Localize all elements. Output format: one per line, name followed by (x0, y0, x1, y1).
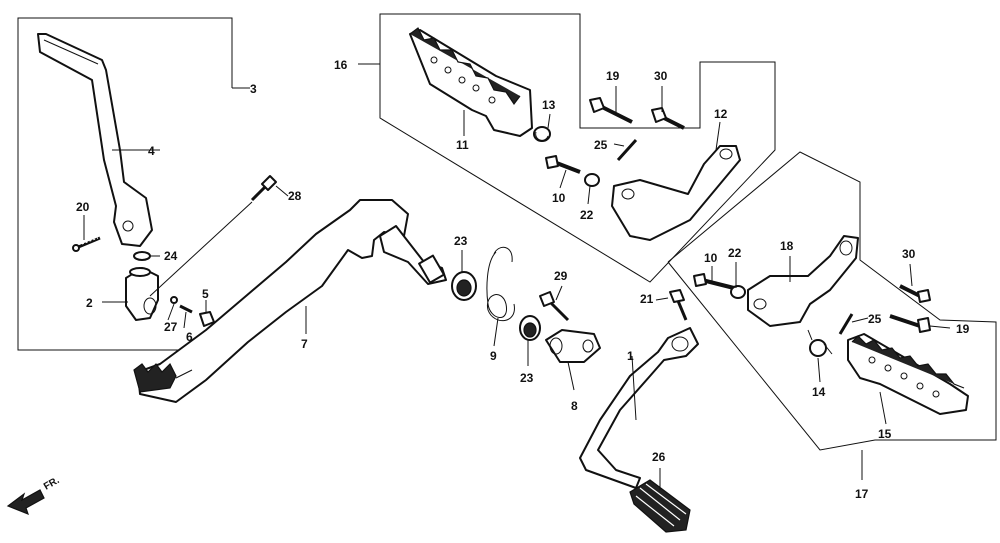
label-part-28: 28 (288, 189, 302, 203)
label-part-18: 18 (780, 239, 794, 253)
spring-13 (533, 126, 551, 142)
label-part-25-upper: 25 (594, 138, 608, 152)
pin-25-lower (838, 313, 854, 335)
bolt-30-lower (899, 284, 931, 303)
label-part-17: 17 (855, 487, 869, 501)
bolt-30-upper (651, 107, 685, 130)
washer-24 (133, 251, 151, 261)
bearing-23-upper (451, 271, 477, 301)
label-part-1: 1 (627, 349, 634, 363)
bolt-19-lower (889, 314, 931, 333)
label-part-16: 16 (334, 58, 348, 72)
label-part-24: 24 (164, 249, 178, 263)
label-part-26: 26 (652, 450, 666, 464)
label-part-23-lower: 23 (520, 371, 534, 385)
bolt-29 (539, 291, 570, 322)
brake-arm-8 (545, 329, 601, 363)
label-part-7: 7 (301, 337, 308, 351)
label-part-15: 15 (878, 427, 892, 441)
kick-starter-arm (37, 33, 153, 247)
label-part-6: 6 (186, 330, 193, 344)
label-part-5: 5 (202, 287, 209, 301)
direction-label: FR. (42, 475, 62, 493)
label-part-30-lower: 30 (902, 247, 916, 261)
label-part-22-upper: 22 (580, 208, 594, 222)
bolt-21 (669, 289, 688, 321)
step-holder-12 (611, 145, 741, 241)
label-part-13: 13 (542, 98, 556, 112)
label-part-19-upper: 19 (606, 69, 620, 83)
bolt-19-upper (589, 97, 633, 124)
pin-27 (170, 296, 178, 304)
label-part-2: 2 (86, 296, 93, 310)
return-spring-9 (486, 246, 515, 321)
left-step-15 (847, 333, 969, 415)
washer-22-lower (730, 285, 746, 299)
label-part-3: 3 (250, 82, 257, 96)
washer-22-upper (584, 173, 600, 187)
label-part-11: 11 (456, 138, 469, 152)
label-part-10-lower: 10 (704, 251, 718, 265)
label-part-21: 21 (640, 292, 654, 306)
label-part-4: 4 (148, 144, 155, 158)
step-holder-18 (747, 235, 859, 327)
bolt-10-lower (693, 273, 735, 290)
bolt-28 (149, 175, 277, 297)
bolt-20 (72, 236, 101, 252)
right-step-11 (409, 27, 533, 137)
spring-14 (807, 329, 833, 357)
label-part-20: 20 (76, 200, 90, 214)
label-part-29: 29 (554, 269, 568, 283)
kick-spindle-2 (125, 267, 159, 321)
label-part-30-upper: 30 (654, 69, 668, 83)
label-part-19-lower: 19 (956, 322, 970, 336)
bearing-23-lower (519, 315, 541, 341)
front-direction-arrow-icon: FR. (6, 475, 62, 516)
brake-pedal (133, 199, 447, 403)
label-part-27: 27 (164, 320, 178, 334)
gear-shift-pedal (579, 327, 699, 489)
pin-25-upper (616, 138, 638, 162)
group-box-left-step (667, 151, 997, 480)
leader-lines (83, 86, 951, 490)
label-part-25-lower: 25 (868, 312, 882, 326)
shift-rubber-26 (629, 479, 691, 533)
group-box-right-step (358, 13, 776, 283)
label-part-8: 8 (571, 399, 578, 413)
bolt-6 (179, 304, 193, 314)
label-part-9: 9 (490, 349, 497, 363)
label-part-23-upper: 23 (454, 234, 468, 248)
label-part-12: 12 (714, 107, 728, 121)
label-part-22-lower: 22 (728, 246, 742, 260)
part-number-labels: 1 2 3 4 5 6 7 8 9 10 10 11 12 13 14 15 1… (76, 58, 970, 501)
label-part-14: 14 (812, 385, 826, 399)
label-part-10-upper: 10 (552, 191, 566, 205)
bolt-10-upper (545, 155, 581, 174)
